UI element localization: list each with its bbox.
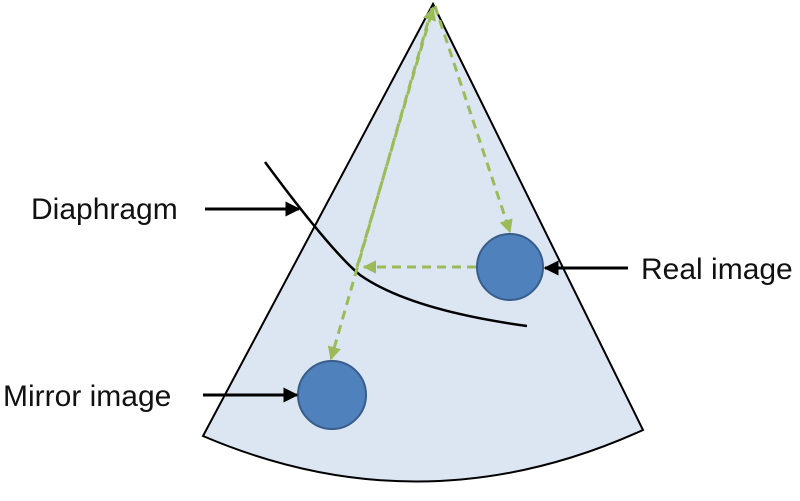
ultrasound-sector [201, 1, 645, 483]
beam-path-to-mirror-image [327, 7, 434, 361]
diaphragm-line [263, 161, 528, 328]
real-image-circle [476, 233, 544, 301]
beam-path-to-real-image [433, 5, 513, 234]
real-image-label: Real image [641, 253, 793, 286]
diaphragm-label: Diaphragm [31, 193, 178, 226]
mirror-image-label: Mirror image [3, 380, 171, 413]
mirror-image-circle [297, 360, 367, 430]
